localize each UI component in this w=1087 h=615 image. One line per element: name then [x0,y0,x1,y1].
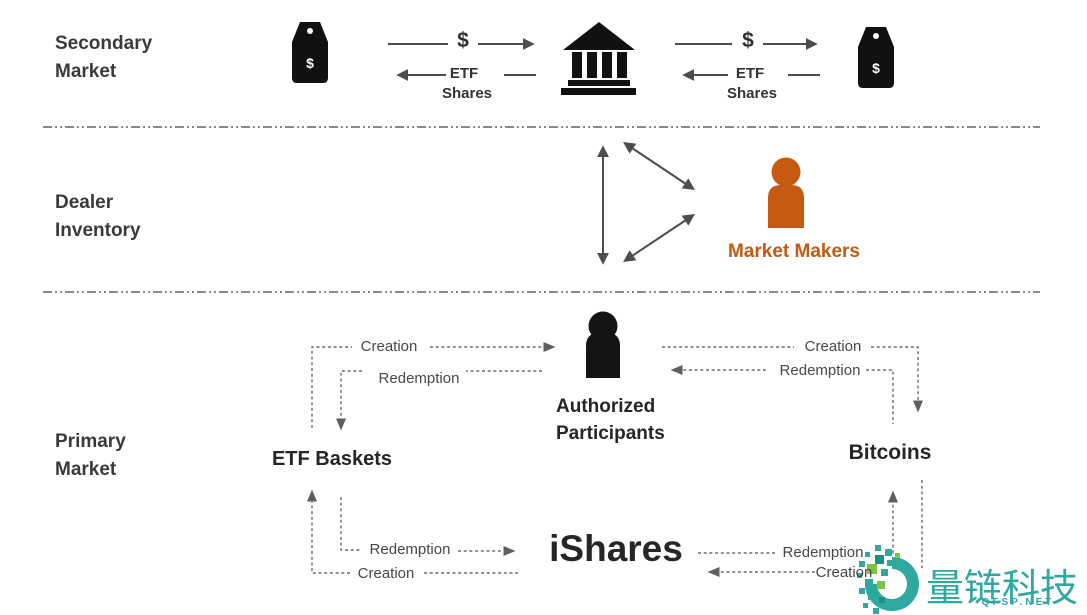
price-tag-icon-left: $ [292,22,328,83]
tag-dollar-glyph: $ [306,55,314,71]
market-makers-label: Market Makers [727,241,861,262]
authorized-line1: Authorized [556,396,656,417]
redemption-label-upper-left: Redemption [378,370,460,387]
diagonal-double-arrow-lower [623,214,695,262]
redemption-arrow-to-bitcoins-up [870,490,898,554]
creation-label-lower-left: Creation [357,565,415,582]
ishares-label: iShares [549,528,683,569]
authorized-participant-person-icon [586,311,620,378]
tag-dollar-glyph: $ [872,60,880,76]
authorized-participants-label: Authorized Participants [556,393,665,447]
primary-market-line2: Market [55,459,117,480]
etf-label-right: ETF [735,65,765,82]
creation-arrow-to-etfbaskets-up [307,489,350,574]
primary-market-line1: Primary [55,431,126,452]
redemption-label-upper-right: Redemption [779,362,861,379]
watermark-domain-text: QFSP.NET [981,597,1055,608]
watermark-brand-text: 量链科技 [926,568,1079,610]
etf-label-left: ETF [449,65,479,82]
cash-etf-flow-left [388,38,536,81]
dealer-inventory-section-label: Dealer Inventory [55,189,141,245]
creation-path-etfbaskets-up [311,346,352,428]
qfsp-logo-icon [857,545,919,614]
creation-label-upper-right: Creation [804,338,862,355]
creation-arrow-to-bitcoins [871,346,923,413]
creation-label-upper-left: Creation [360,338,418,355]
dealer-inventory-line1: Dealer [55,192,114,213]
market-maker-person-icon [768,157,804,228]
bitcoins-label: Bitcoins [848,441,932,464]
primary-market-section-label: Primary Market [55,428,126,484]
diagonal-double-arrow-upper [623,142,695,190]
shares-label-right: Shares [726,85,778,102]
bank-icon [561,22,636,95]
secondary-market-section-label: Secondary Market [55,30,152,86]
authorized-line2: Participants [556,423,665,444]
price-tag-icon-right: $ [858,27,894,88]
dealer-inventory-line2: Inventory [55,220,141,241]
redemption-label-lower-left: Redemption [369,541,451,558]
redemption-path-from-bitcoins [866,369,894,424]
secondary-market-line1: Secondary [55,33,153,54]
primary-market-dashed-arrows [307,342,923,577]
cash-label-right: $ [742,29,754,52]
cash-etf-flow-right [675,38,820,81]
etf-baskets-label: ETF Baskets [271,448,393,470]
cash-label-left: $ [457,29,469,52]
redemption-arrow-to-etfbaskets [336,370,362,431]
dealer-inventory-arrows [597,142,695,265]
creation-label-lower-right: Creation [815,564,873,581]
secondary-market-line2: Market [55,61,117,82]
redemption-path-from-etfbaskets [340,497,362,551]
shares-label-left: Shares [441,85,493,102]
redemption-label-lower-right: Redemption [782,544,864,561]
